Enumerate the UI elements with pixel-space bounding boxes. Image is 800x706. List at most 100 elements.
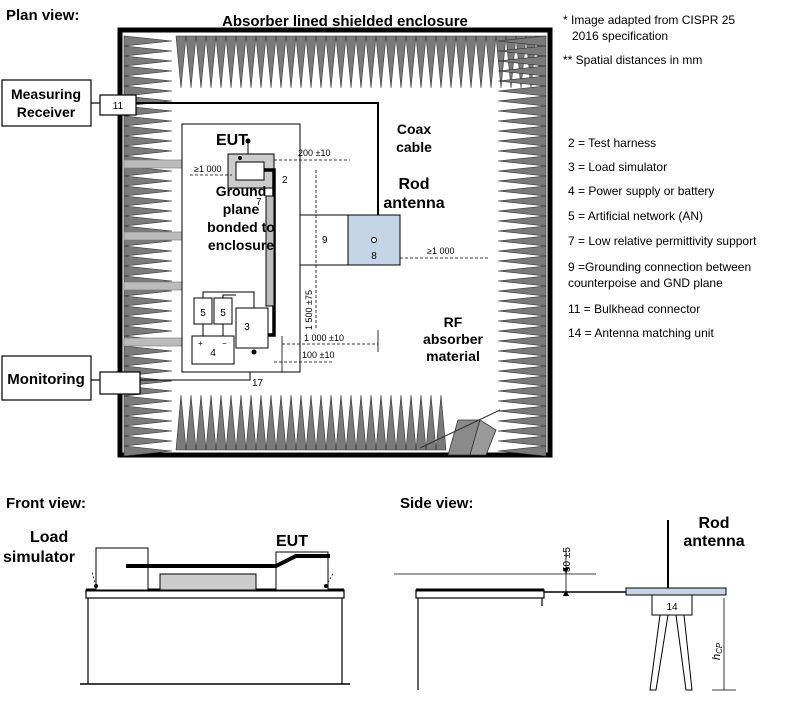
note-1: * Image adapted from CISPR 25 <box>563 13 735 27</box>
absorber-cone-top <box>265 35 277 89</box>
legend-item-11: 11 = Bulkhead connector <box>568 302 700 316</box>
absorber-cone-right <box>497 305 547 317</box>
absorber-cone-right <box>497 295 547 307</box>
front-load-label-2: simulator <box>3 549 75 566</box>
absorber-cone-top <box>375 35 387 89</box>
enclosure-wall <box>117 27 553 458</box>
slat-1 <box>123 159 183 169</box>
label-5a: 5 <box>200 308 206 319</box>
absorber-cone-left <box>123 125 173 137</box>
absorber-cone-top <box>485 35 497 89</box>
absorber-cone-left <box>123 315 173 327</box>
ground-label-1: Ground <box>216 183 267 199</box>
eut-inner <box>235 161 265 181</box>
absorber-cone-top <box>175 35 187 89</box>
absorber-cone-left <box>123 395 173 407</box>
antenna-rod-dot <box>371 237 377 243</box>
absorber-cone-right <box>497 115 547 127</box>
absorber-cone-bottom <box>355 394 367 451</box>
absorber-cone-right <box>497 345 547 357</box>
absorber-cone-bottom <box>255 394 267 451</box>
absorber-cone-bottom <box>205 394 217 451</box>
absorber-cone-right <box>497 125 547 137</box>
absorber-cone-right <box>497 255 547 267</box>
label-9: 9 <box>322 235 328 246</box>
absorber-cone-bottom <box>275 394 287 451</box>
absorber-cone-right <box>497 425 547 437</box>
dim-1000-right: ≥1 000 <box>427 246 454 256</box>
side-rod-label-2: antenna <box>683 533 744 550</box>
note-3: ** Spatial distances in mm <box>563 53 702 67</box>
dim-1500: 1 500 ±75 <box>304 290 314 330</box>
slat-2 <box>123 231 183 241</box>
absorber-cone-right <box>497 325 547 337</box>
label-3: 3 <box>244 322 250 333</box>
absorber-cone-top <box>425 35 437 89</box>
absorber-cone-top <box>475 35 487 89</box>
side-rod-label-1: Rod <box>698 515 729 532</box>
dim-50: 50 ±5 <box>562 547 573 572</box>
bulkhead-connector-top <box>99 94 137 116</box>
absorber-cones <box>123 35 547 457</box>
bulkhead-connector-bottom <box>99 371 141 395</box>
measuring-receiver-label-1: Measuring <box>11 86 81 102</box>
enclosure-title: Absorber lined shielded enclosure <box>222 13 468 30</box>
absorber-cone-bottom <box>385 394 397 451</box>
legend-item-9a: 9 =Grounding connection between <box>568 260 751 274</box>
rod-antenna-box <box>347 214 401 266</box>
rf-label-2: absorber <box>423 331 483 347</box>
absorber-cone-left <box>123 345 173 357</box>
absorber-cone-top <box>195 35 207 89</box>
absorber-cone-right <box>497 275 547 287</box>
support-7 <box>265 195 275 307</box>
slat-3 <box>123 281 183 291</box>
absorber-cone-right <box>497 65 547 77</box>
absorber-cone-left <box>123 115 173 127</box>
dim-100: 100 ±10 <box>302 350 334 360</box>
absorber-cone-bottom <box>265 394 277 451</box>
absorber-cone-bottom <box>315 394 327 451</box>
absorber-cone-right <box>497 435 547 447</box>
absorber-cone-bottom <box>305 394 317 451</box>
absorber-cone-left <box>123 205 173 217</box>
absorber-cone-bottom <box>435 394 447 451</box>
absorber-cone-right <box>497 205 547 217</box>
absorber-cone-left <box>123 425 173 437</box>
dim-200: 200 ±10 <box>298 148 330 158</box>
legend-item-3: 3 = Load simulator <box>568 160 667 174</box>
absorber-cone-bottom <box>345 394 357 451</box>
absorber-cone-right <box>497 155 547 167</box>
absorber-cone-top <box>215 35 227 89</box>
absorber-cone-right <box>497 175 547 187</box>
absorber-cone-top <box>285 35 297 89</box>
absorber-cone-right <box>497 415 547 427</box>
absorber-cone-right <box>497 405 547 417</box>
measuring-receiver-label-2: Receiver <box>17 104 76 120</box>
coax-label-2: cable <box>396 139 432 155</box>
legend-item-5: 5 = Artificial network (AN) <box>568 209 703 223</box>
absorber-cone-right <box>497 105 547 117</box>
absorber-cone-bottom <box>225 394 237 451</box>
absorber-cone-left <box>123 245 173 257</box>
absorber-cone-left <box>123 405 173 417</box>
absorber-cone-right <box>497 135 547 147</box>
absorber-cone-top <box>435 35 447 89</box>
absorber-cone-left <box>123 55 173 67</box>
legend-item-7: 7 = Low relative permittivity support <box>568 234 757 248</box>
absorber-cone-left <box>123 305 173 317</box>
absorber-cone-left <box>123 355 173 367</box>
slat-4 <box>123 337 183 347</box>
front-load-label-1: Load <box>30 529 68 546</box>
absorber-cone-top <box>205 35 217 89</box>
absorber-cone-top <box>185 35 197 89</box>
absorber-cone-bottom <box>415 394 427 451</box>
absorber-cone-right <box>497 375 547 387</box>
rf-label-1: RF <box>444 314 463 330</box>
absorber-cone-right <box>497 235 547 247</box>
absorber-cone-left <box>123 445 173 457</box>
absorber-cone-top <box>395 35 407 89</box>
absorber-cone-right <box>497 245 547 257</box>
ground-label-3: bonded to <box>207 219 275 235</box>
legend-item-2: 2 = Test harness <box>568 136 656 150</box>
